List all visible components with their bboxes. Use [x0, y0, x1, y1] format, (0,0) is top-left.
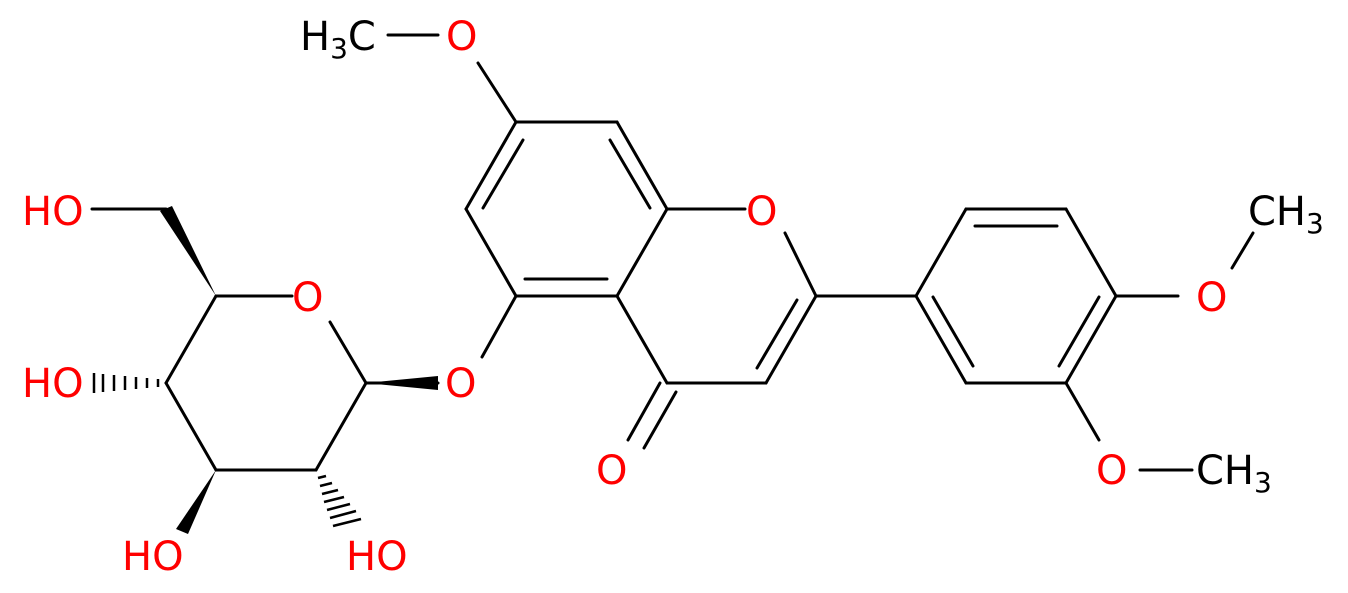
bond-c6-c7-inner [481, 138, 525, 210]
bond-c4-o-ketone-a [626, 381, 662, 442]
oxygen-ketone-label: O [596, 448, 627, 494]
bond-opara-ch3 [1230, 231, 1255, 270]
hash-c2s-oh [317, 474, 362, 528]
bond-c1p-c2p [914, 207, 968, 298]
bond-c6-c7 [464, 120, 518, 211]
bond-c8-c8a [615, 120, 669, 211]
stereo-wedges [92, 206, 438, 534]
bond-c3p-c4p [1064, 207, 1118, 298]
bond-c5-c6 [464, 207, 518, 298]
bond-o1-c2 [783, 231, 818, 298]
wedge-c3s-oh [176, 470, 216, 534]
bond-c4p-c5p-inner [1057, 295, 1101, 368]
bond-c8-c8a-inner [608, 138, 652, 210]
hydroxyl-c2-label: HO [346, 534, 408, 580]
bond-c2-c3 [764, 294, 818, 385]
oxygen-methoxy-top-label: O [446, 14, 477, 60]
bond-c6p-c1p-inner [931, 295, 975, 368]
bonds [90, 33, 1255, 472]
bond-c1s-osugar [328, 320, 368, 385]
hydroxyl-c3-label: HO [122, 534, 184, 580]
hydroxyl-ch2oh-label: HO [22, 189, 84, 235]
bond-c2s-c1s [314, 381, 368, 472]
oxygen-glycosidic-label: O [445, 361, 476, 407]
bond-c5s-c4s [164, 294, 218, 385]
bond-c5-oglyc [480, 294, 518, 359]
bond-c5p-ometa [1064, 381, 1101, 442]
atom-labels: H3C O O O O O HO HO HO HO O CH3 O CH3 [22, 14, 1324, 580]
bond-c4s-c3s [164, 381, 218, 472]
bond-c6p-c1p [914, 294, 968, 385]
methyl-meta-label: CH3 [1196, 448, 1272, 499]
hash-c4s-oh [92, 373, 160, 393]
oxygen-sugar-ring-label: O [292, 275, 323, 321]
oxygen-meta-methoxy-label: O [1096, 448, 1127, 494]
bond-o-c7 [476, 61, 518, 124]
bond-c2-c3-inner [755, 298, 799, 370]
bond-c4-c4a [615, 294, 669, 385]
methyl-para-label: CH3 [1248, 189, 1324, 240]
wedge-c5s-c6s [160, 206, 216, 296]
bond-c4p-c5p [1064, 294, 1118, 385]
oxygen-pyran-ring-label: O [746, 189, 777, 235]
methoxy-top-h3c-label: H3C [300, 14, 376, 65]
oxygen-para-methoxy-label: O [1196, 275, 1227, 321]
wedge-c1s-oglyc [366, 376, 438, 390]
bond-c4-o-ketone-b [642, 390, 678, 450]
bond-c8a-c4a [615, 207, 669, 298]
hydroxyl-c4-label: HO [22, 361, 84, 407]
